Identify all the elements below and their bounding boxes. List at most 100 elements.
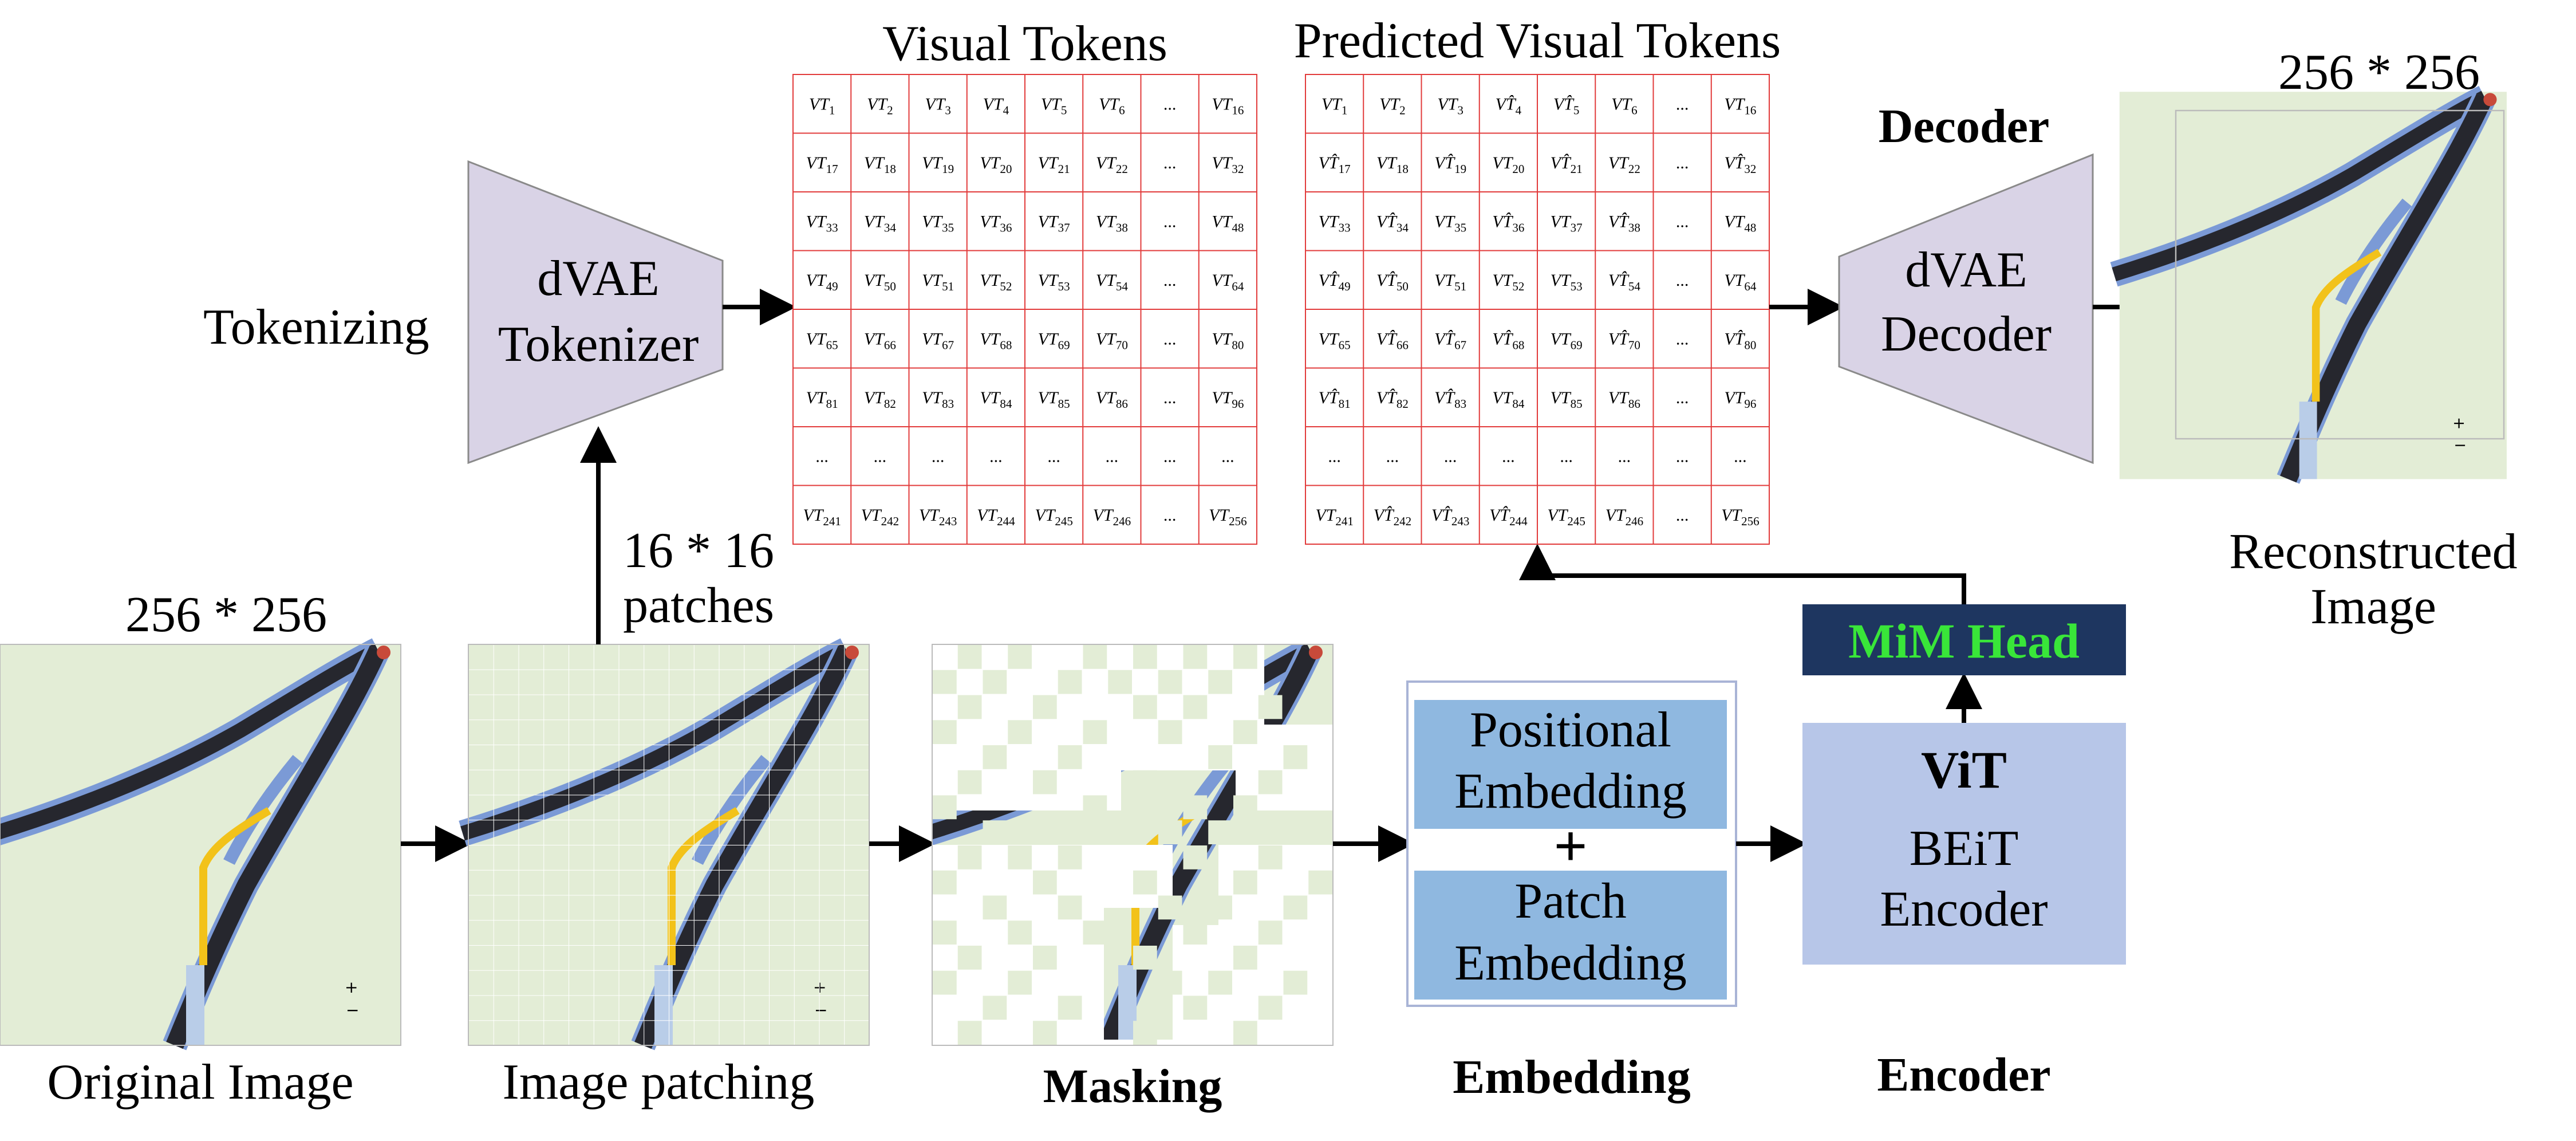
visual-token-cell: ... bbox=[1221, 447, 1234, 466]
mask-patch bbox=[1033, 946, 1057, 970]
predicted-token-cell: VT96 bbox=[1724, 388, 1756, 411]
mask-patch bbox=[1108, 670, 1132, 694]
visual-token-cell: VT52 bbox=[980, 271, 1012, 293]
predicted-token-cell: VT246 bbox=[1605, 506, 1644, 528]
visual-token-cell: ... bbox=[1047, 447, 1060, 466]
predicted-token-cell: VT̂80 bbox=[1724, 329, 1756, 352]
visual-token-cell: VT256 bbox=[1209, 506, 1247, 528]
mask-patch bbox=[983, 670, 1007, 694]
visual-token-cell: VT21 bbox=[1038, 154, 1070, 176]
visual-token-cell: ... bbox=[1163, 388, 1177, 407]
mask-patch bbox=[957, 645, 982, 669]
decoder-line2: Decoder bbox=[1881, 306, 2052, 362]
mask-patch bbox=[933, 795, 957, 820]
positional-embedding-box bbox=[1414, 700, 1727, 829]
mask-patch bbox=[1083, 720, 1107, 744]
predicted-token-cell: VT̂68 bbox=[1492, 329, 1524, 352]
mask-patch bbox=[1133, 870, 1157, 895]
visual-token-cell: VT5 bbox=[1041, 95, 1067, 117]
mask-patch bbox=[983, 745, 1007, 769]
mask-patch bbox=[1233, 946, 1257, 970]
predicted-token-cell: VT̂4 bbox=[1496, 95, 1522, 117]
visual-token-cell: VT36 bbox=[980, 212, 1012, 234]
mask-patch bbox=[1183, 996, 1208, 1020]
predicted-token-cell: VT65 bbox=[1319, 329, 1351, 352]
predicted-token-cell: VT1 bbox=[1321, 95, 1348, 117]
predicted-token-cell: VT̂242 bbox=[1374, 506, 1412, 528]
predicted-token-cell: VT̂82 bbox=[1376, 388, 1409, 411]
mask-patch bbox=[983, 895, 1007, 920]
visual-token-cell: VT242 bbox=[861, 506, 900, 528]
embedding-block: Positional Embedding + Patch Embedding bbox=[1406, 680, 1737, 1007]
mask-patch bbox=[1258, 920, 1283, 945]
predicted-token-cell: VT̂21 bbox=[1551, 154, 1583, 176]
mask-patch bbox=[1083, 795, 1107, 820]
patch-embedding-line1: Patch bbox=[1514, 874, 1627, 929]
predicted-token-cell: ... bbox=[1676, 329, 1689, 348]
mask-patch bbox=[933, 920, 957, 945]
predicted-token-cell: ... bbox=[1618, 447, 1631, 466]
predicted-token-cell: VT̂34 bbox=[1376, 212, 1409, 234]
visual-token-cell: VT81 bbox=[806, 388, 838, 411]
visual-token-cell: VT53 bbox=[1038, 271, 1070, 293]
mask-patch bbox=[1058, 895, 1082, 920]
original-image bbox=[0, 644, 401, 1045]
predicted-token-cell: VT52 bbox=[1492, 271, 1524, 293]
predicted-token-cell: VT̂5 bbox=[1553, 95, 1580, 117]
predicted-token-cell: ... bbox=[1502, 447, 1515, 466]
mask-patch bbox=[1158, 720, 1182, 744]
mask-patch bbox=[1033, 820, 1057, 844]
visual-token-cell: VT34 bbox=[864, 212, 897, 234]
mask-patch bbox=[1158, 895, 1182, 920]
visual-token-cell: VT54 bbox=[1096, 271, 1129, 293]
visual-token-cell: VT1 bbox=[809, 95, 835, 117]
mask-patch bbox=[1283, 820, 1308, 844]
mask-patch bbox=[933, 720, 957, 744]
mask-patch bbox=[1083, 645, 1107, 669]
predicted-token-cell: VT̂32 bbox=[1724, 154, 1756, 176]
mask-patch bbox=[1233, 645, 1257, 669]
visual-token-cell: VT20 bbox=[980, 154, 1012, 176]
predicted-token-cell: ... bbox=[1676, 506, 1689, 525]
patch-embedding-box bbox=[1414, 871, 1727, 1000]
mask-patch bbox=[1158, 970, 1182, 995]
patches-count-label: 16 * 16 bbox=[623, 523, 774, 579]
plus-sign: + bbox=[1553, 813, 1587, 879]
visual-token-cell: VT37 bbox=[1038, 212, 1070, 234]
predicted-token-cell: ... bbox=[1676, 212, 1689, 231]
mask-patch bbox=[1283, 895, 1308, 920]
visual-token-cell: VT33 bbox=[806, 212, 838, 234]
predicted-token-cell: VT22 bbox=[1608, 154, 1640, 176]
visual-token-cell: ... bbox=[1163, 154, 1177, 172]
visual-token-cell: VT17 bbox=[806, 154, 838, 176]
mask-patch bbox=[983, 820, 1007, 844]
predicted-token-cell: VT51 bbox=[1434, 271, 1466, 293]
patched-image bbox=[463, 644, 869, 1045]
visual-token-cell: VT22 bbox=[1096, 154, 1128, 176]
visual-token-cell: VT246 bbox=[1093, 506, 1131, 528]
reconstructed-size-label: 256 * 256 bbox=[2278, 45, 2480, 100]
mask-patch bbox=[1183, 695, 1208, 719]
predicted-token-cell: ... bbox=[1676, 388, 1689, 407]
visual-token-cell: VT241 bbox=[803, 506, 841, 528]
mim-head-label: MiM Head bbox=[1848, 613, 2080, 668]
mask-patch bbox=[1008, 845, 1032, 869]
positional-embedding-line2: Embedding bbox=[1454, 764, 1687, 819]
beit-line1: BEiT bbox=[1910, 821, 2019, 876]
mask-patch bbox=[1133, 770, 1157, 794]
positional-embedding-line1: Positional bbox=[1470, 702, 1671, 758]
mask-patch bbox=[1133, 645, 1157, 669]
mask-patch bbox=[1183, 845, 1208, 869]
predicted-token-cell: VT64 bbox=[1724, 271, 1757, 293]
visual-token-cell: VT19 bbox=[922, 154, 954, 176]
visual-token-cell: VT84 bbox=[980, 388, 1012, 411]
image-patching-label: Image patching bbox=[503, 1055, 815, 1110]
visual-token-cell: ... bbox=[1163, 447, 1177, 466]
visual-token-cell: VT86 bbox=[1096, 388, 1128, 411]
predicted-token-cell: VT86 bbox=[1608, 388, 1640, 411]
predicted-token-cell: ... bbox=[1328, 447, 1341, 466]
mask-patch bbox=[1208, 745, 1232, 769]
visual-token-cell: ... bbox=[1163, 95, 1177, 113]
